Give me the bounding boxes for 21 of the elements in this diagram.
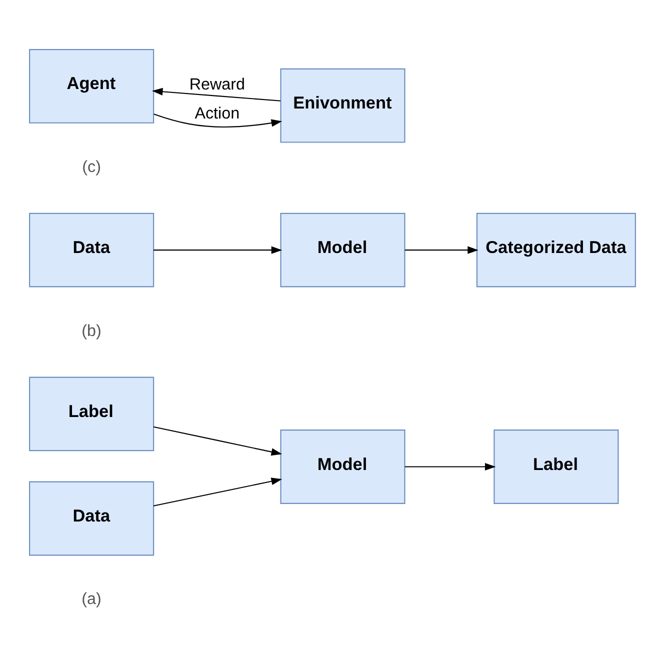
arrow <box>153 477 282 506</box>
label: (c) <box>82 157 101 176</box>
node-box: Label <box>29 376 154 451</box>
arrow <box>154 113 282 128</box>
node-box: Label <box>494 429 619 504</box>
node-box: Model <box>280 212 406 287</box>
node-box: Agent <box>29 48 154 123</box>
arrow <box>404 462 496 470</box>
node-box: Enivonment <box>280 68 406 142</box>
arrow <box>154 246 282 254</box>
label: (b) <box>82 321 102 340</box>
edge-label: Reward <box>189 74 245 93</box>
node-box: Data <box>29 212 154 287</box>
edge-label: Action <box>194 104 240 122</box>
label: (a) <box>82 590 102 608</box>
arrow <box>404 246 478 254</box>
node-box: Data <box>29 480 154 556</box>
node-box: Categorized Data <box>476 212 636 287</box>
arrow <box>152 87 281 101</box>
node-box: Model <box>280 429 406 504</box>
arrow <box>153 426 282 456</box>
